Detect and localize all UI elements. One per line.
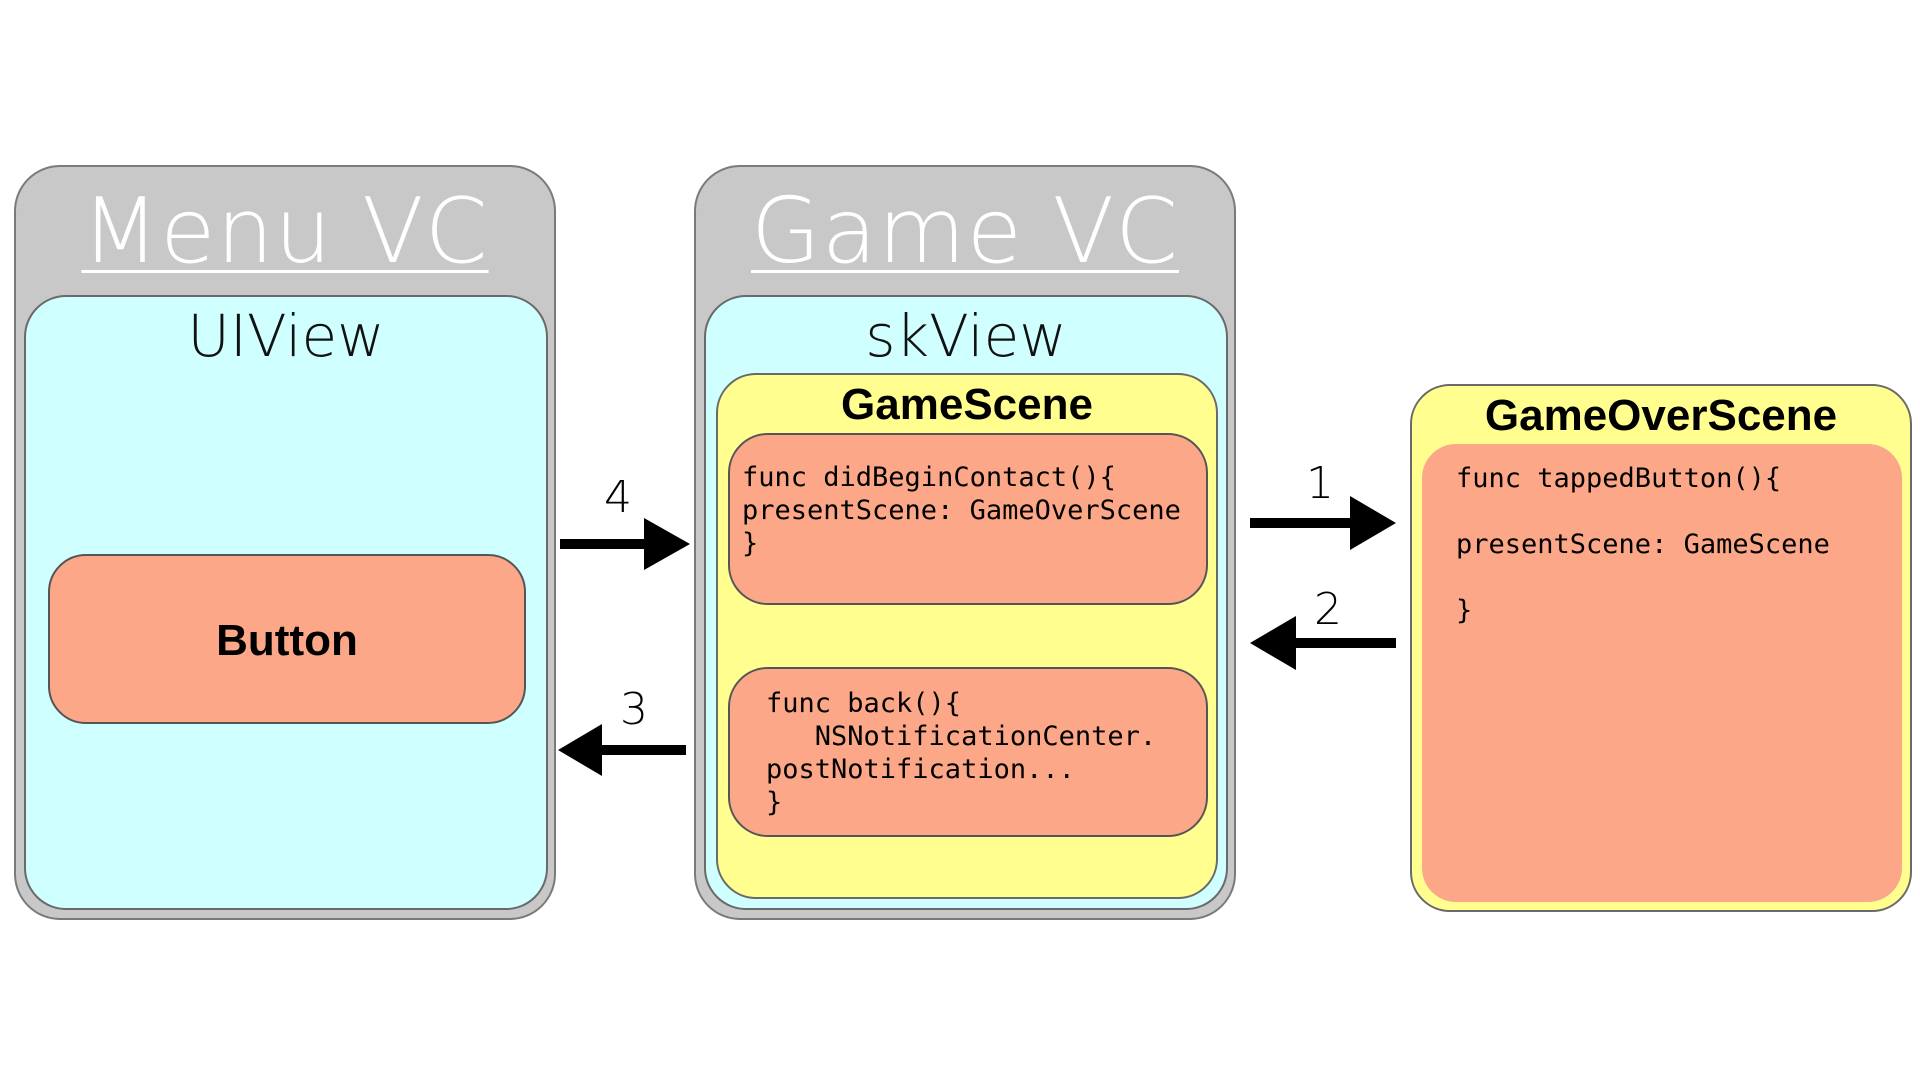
did-begin-contact-block: func didBeginContact(){ presentScene: Ga… [728,433,1208,605]
menu-vc-title: Menu VC [81,179,489,284]
back-function-code: func back(){ NSNotificationCenter. postN… [766,688,1157,818]
gamescene-title: GameScene [841,380,1093,429]
uiview-container: UIView Button [24,295,548,910]
gameoverscene-title: GameOverScene [1484,391,1838,440]
menu-vc-container: Menu VC UIView Button [14,165,556,920]
arrow-3-label: 3 [620,684,648,735]
arrow-1-label: 1 [1306,458,1334,509]
arrow-4-right-icon [560,518,690,570]
arrow-2-label: 2 [1314,584,1342,635]
did-begin-contact-code: func didBeginContact(){ presentScene: Ga… [742,462,1181,559]
back-function-block: func back(){ NSNotificationCenter. postN… [728,667,1208,837]
arrow-4-label: 4 [604,472,632,523]
tapped-button-block: func tappedButton(){ presentScene: GameS… [1422,444,1902,902]
uiview-label: UIView [187,302,385,370]
gameoverscene-container: GameOverScene func tappedButton(){ prese… [1410,384,1912,912]
tapped-button-code: func tappedButton(){ presentScene: GameS… [1456,463,1830,626]
arrow-1-right-icon [1250,496,1396,550]
skview-container: skView GameScene func didBeginContact(){… [704,295,1228,910]
menu-button[interactable]: Button [48,554,526,724]
arrow-3-left-icon [558,724,686,776]
menu-button-label: Button [216,616,358,665]
game-vc-title: Game VC [751,179,1179,284]
arrow-2-left-icon [1250,616,1396,670]
gamescene-container: GameScene func didBeginContact(){ presen… [716,373,1218,899]
skview-label: skView [865,302,1067,370]
game-vc-container: Game VC skView GameScene func didBeginCo… [694,165,1236,920]
